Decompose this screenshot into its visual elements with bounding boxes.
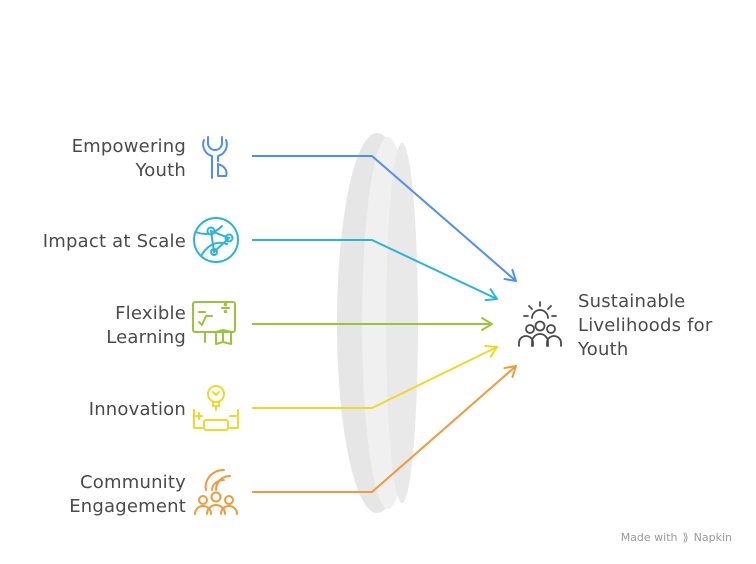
watermark-text: Made with [620, 531, 678, 544]
globe-network-icon [193, 217, 239, 263]
arrowhead-3 [481, 317, 493, 331]
watermark-brand: Napkin [693, 531, 732, 544]
input-label-community-engagement: Community Engagement [69, 472, 186, 517]
arrowhead-1 [503, 268, 517, 282]
people-sun-icon [518, 301, 562, 347]
input-label-impact-at-scale: Impact at Scale [42, 231, 186, 252]
arrows [252, 155, 517, 493]
output-label: Sustainable Livelihoods for Youth [578, 291, 713, 360]
arrowhead-5 [503, 365, 517, 379]
arrowhead-4 [484, 344, 498, 358]
napkin-logo-icon: ⟫ [682, 531, 689, 544]
arrowhead-2 [484, 288, 498, 302]
watermark: Made with ⟫ Napkin [621, 531, 732, 544]
arrow-4 [252, 346, 498, 409]
wrench-hand-icon [202, 136, 228, 179]
learning-board-icon [192, 301, 236, 345]
arrow-2 [252, 239, 498, 300]
arrow-1 [252, 155, 517, 282]
lightbulb-battery-icon [193, 385, 239, 431]
input-label-flexible-learning: Flexible Learning [106, 303, 186, 348]
arrow-5 [252, 365, 517, 493]
input-label-innovation: Innovation [88, 399, 186, 420]
input-label-empowering-youth: Empowering Youth [71, 136, 186, 181]
community-people-icon [194, 469, 238, 515]
